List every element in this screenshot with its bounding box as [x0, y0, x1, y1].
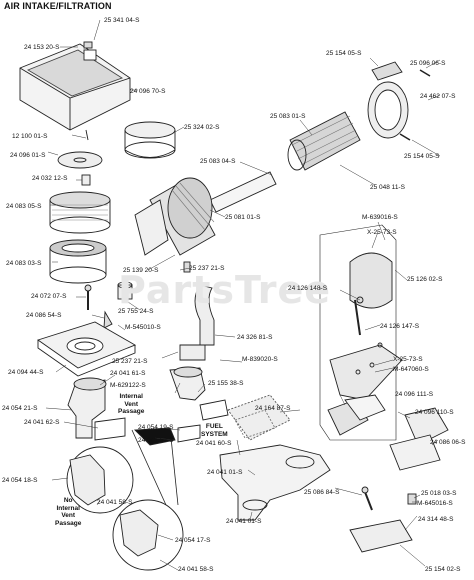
part-number-label: 24 153 20-S	[24, 44, 60, 51]
part-number-label: 24 054 21-S	[2, 405, 38, 412]
shields-drawing	[327, 394, 449, 553]
fittings-mid-drawing	[117, 261, 191, 300]
part-number-label: 24 054 17-S	[175, 537, 211, 544]
page-title: AIR INTAKE/FILTRATION	[4, 1, 112, 11]
gaskets-drawing	[94, 399, 229, 443]
part-number-label: 24 164 87-S	[255, 405, 291, 412]
part-number-label: 24 083 03-S	[6, 260, 42, 267]
part-number-label: 25 154 05-S	[404, 153, 440, 160]
part-number-label: 25 154 05-S	[326, 50, 362, 57]
part-number-label: M-545010-S	[125, 324, 161, 331]
fuel-system-note: FUEL SYSTEM	[201, 423, 228, 438]
part-number-label: 24 126 148-S	[288, 285, 328, 292]
part-number-label: M-645016-S	[417, 500, 453, 507]
part-number-label: X-25-73-S	[393, 356, 423, 363]
filter-lid-drawing	[57, 121, 176, 186]
canister-housing-drawing	[134, 177, 216, 256]
part-number-label: M-629122-S	[110, 382, 146, 389]
end-cap-drawing	[367, 61, 431, 141]
base-plate-drawing	[36, 321, 137, 377]
intake-tube-drawing	[194, 171, 277, 346]
adapter-elbow-drawing	[67, 344, 206, 439]
watermark: PartsTree	[118, 268, 332, 312]
part-number-label: M-639016-S	[362, 214, 398, 221]
part-number-label: 24 072 07-S	[31, 293, 67, 300]
part-number-label: M-647060-S	[393, 366, 429, 373]
leader-lines	[45, 19, 441, 571]
part-number-label: 24 083 05-S	[6, 203, 42, 210]
part-number-label: 25 341 04-S	[104, 17, 140, 24]
part-number-label: 24 314 48-S	[418, 516, 454, 523]
bracket-assembly-drawing	[319, 224, 403, 441]
part-number-label: 25 018 03-S	[421, 490, 457, 497]
part-number-label: 24 096 70-S	[130, 88, 166, 95]
part-number-label: 24 041 62-S	[24, 419, 60, 426]
part-number-label: 25 154 02-S	[425, 566, 461, 573]
part-number-label: 24 041 01-S	[226, 518, 262, 525]
part-number-label: 24 041 01-S	[207, 469, 243, 476]
part-number-label: 24 094 44-S	[8, 369, 44, 376]
part-number-label: 25 755 24-S	[118, 308, 154, 315]
part-number-label: 25 083 04-S	[200, 158, 236, 165]
part-number-label: 25 096 06-S	[410, 60, 446, 67]
part-number-label: 25 081 01-S	[225, 214, 261, 221]
part-number-label: 24 096 01-S	[10, 152, 46, 159]
intake-manifold-drawing	[219, 444, 331, 521]
filter-element-drawing	[287, 111, 361, 171]
part-number-label: 24 096 110-S	[415, 409, 454, 416]
part-number-label: 24 462 07-S	[420, 93, 456, 100]
detail-circles-drawing	[66, 427, 184, 571]
part-number-label: 24 032 12-S	[32, 175, 68, 182]
part-number-label: 24 054 18-S	[2, 477, 38, 484]
part-number-label: 24 041 60-S	[196, 440, 232, 447]
part-number-label: 25 155 38-S	[208, 380, 244, 387]
part-number-label: 24 041 61-S	[110, 370, 146, 377]
internal-vent-note: Internal Vent Passage	[118, 393, 145, 415]
part-number-label: 25 086 84-S	[304, 489, 340, 496]
part-number-label: 24 041 62-S	[138, 437, 174, 444]
no-internal-vent-note: No Internal Vent Passage	[55, 497, 82, 527]
part-number-label: 24 041 58-S	[97, 499, 133, 506]
part-number-label: X-25-73-S	[367, 229, 397, 236]
part-number-label: 24 054 19-S	[138, 424, 174, 431]
part-number-label: M-839020-S	[242, 356, 278, 363]
part-number-label: 24 096 111-S	[395, 391, 434, 398]
part-number-label: 25 083 01-S	[270, 113, 306, 120]
part-number-label: 24 126 147-S	[380, 323, 420, 330]
part-number-label: 12 100 01-S	[12, 133, 48, 140]
part-number-label: 25 139 20-S	[123, 267, 159, 274]
part-number-label: 24 326 81-S	[237, 334, 273, 341]
pre-cleaner-drawing	[49, 191, 111, 284]
part-number-label: 24 041 58-S	[178, 566, 214, 573]
part-number-label: 24 086 06-S	[430, 439, 466, 446]
part-number-label: 25 237 21-S	[112, 358, 148, 365]
part-number-label: 24 086 54-S	[26, 312, 62, 319]
part-number-label: 25 324 02-S	[184, 124, 220, 131]
carburetor-drawing	[227, 394, 291, 441]
small-fittings-drawing	[84, 284, 113, 329]
part-number-label: 25 237 21-S	[189, 265, 225, 272]
part-number-label: 25 126 02-S	[407, 276, 443, 283]
air-cleaner-cover-drawing	[19, 41, 131, 131]
part-number-label: 25 048 11-S	[370, 184, 405, 191]
